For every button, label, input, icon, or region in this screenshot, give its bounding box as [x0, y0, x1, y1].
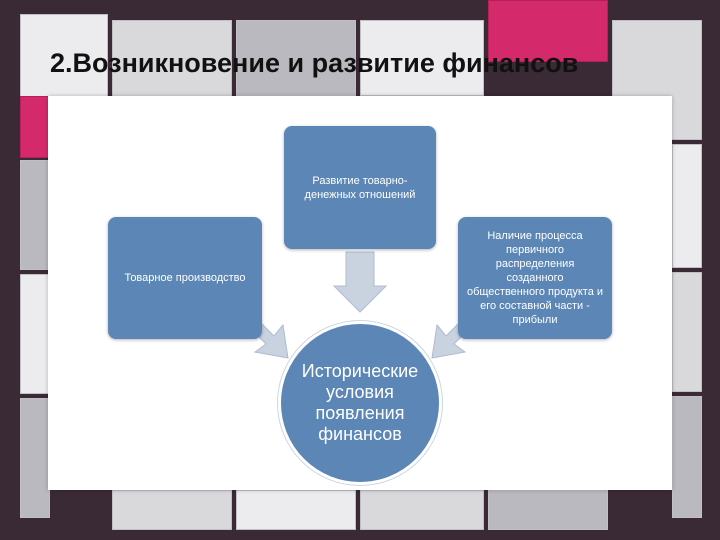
background-tile [20, 398, 50, 518]
background-tile [672, 396, 702, 518]
top-box-label: Развитие товарно-денежных отношений [304, 174, 416, 201]
right-box: Наличие процесса первичного распределени… [458, 217, 612, 339]
background-tile [488, 0, 608, 62]
background-tile [20, 160, 50, 270]
background-tile [672, 144, 702, 268]
background-tile [112, 490, 232, 530]
left-box-label: Товарное производство [124, 272, 246, 284]
background-tile [236, 20, 356, 96]
background-tile [20, 96, 50, 158]
slide-title: 2.Возникновение и развитие финансов [50, 48, 579, 78]
center-circle: Исторические условия появления финансов [278, 321, 442, 485]
left-box: Товарное производство [108, 217, 262, 339]
right-box-label: Наличие процесса первичного распределени… [466, 230, 604, 326]
background-tile [360, 490, 484, 530]
down-arrow [332, 251, 388, 313]
center-circle-label: Исторические условия появления финансов [301, 361, 419, 444]
background-tile [488, 490, 608, 530]
background-tile [672, 272, 702, 392]
background-tile [20, 274, 50, 394]
diagram-panel: Развитие товарно-денежных отношений Това… [48, 96, 672, 490]
background-tile [360, 20, 484, 96]
top-box: Развитие товарно-денежных отношений [284, 126, 436, 249]
background-tile [236, 490, 356, 530]
